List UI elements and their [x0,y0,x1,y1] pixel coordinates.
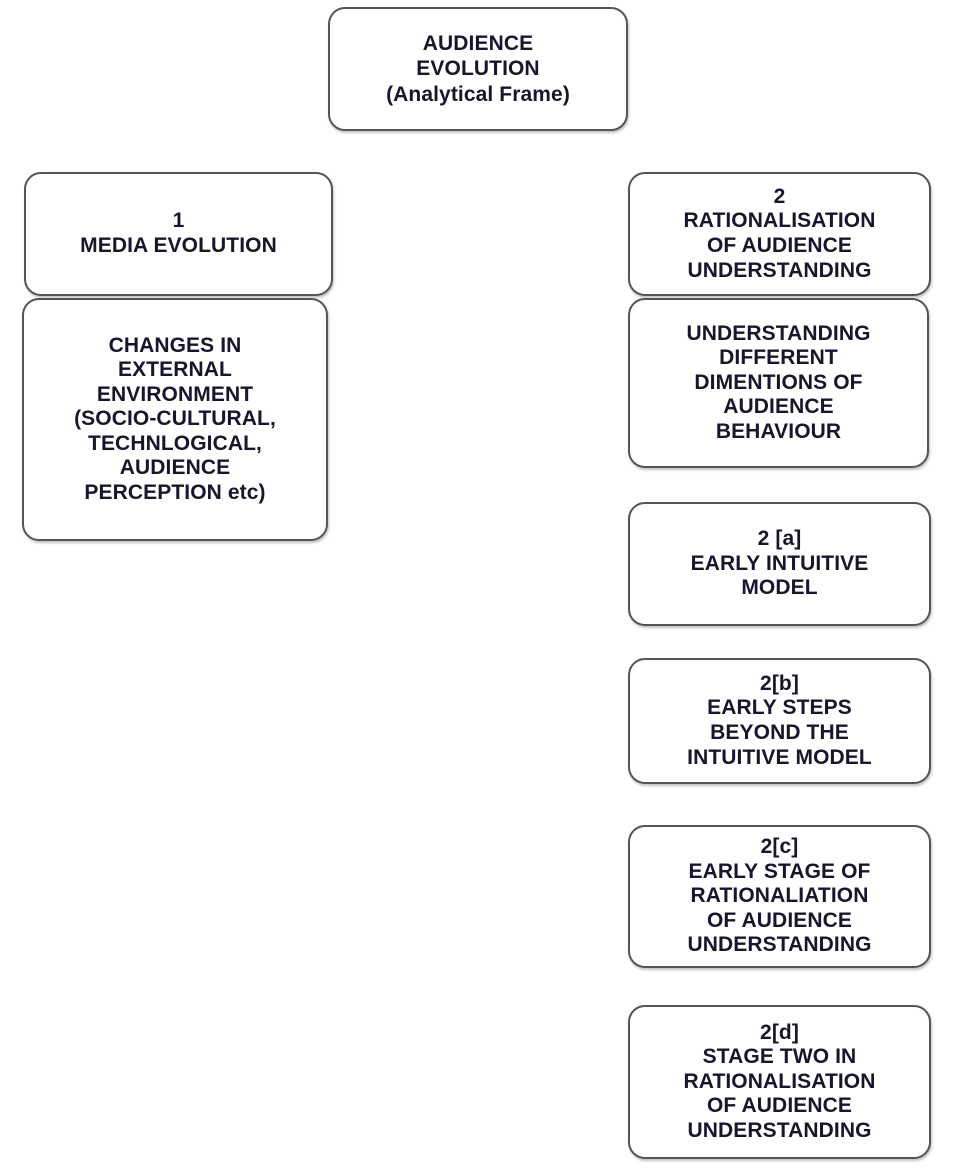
node-label: 2[b] EARLY STEPS BEYOND THE INTUITIVE MO… [687,671,872,769]
node-audience-evolution-title[interactable]: AUDIENCE EVOLUTION (Analytical Frame) [328,7,628,131]
node-stage-2c-early-stage-of-rationalisation[interactable]: 2[c] EARLY STAGE OF RATIONALIATION OF AU… [628,825,931,968]
node-rationalisation-of-audience-understanding[interactable]: 2 RATIONALISATION OF AUDIENCE UNDERSTAND… [628,172,931,296]
node-label: 2 [a] EARLY INTUITIVE MODEL [690,527,869,600]
node-stage-2a-early-intuitive-model[interactable]: 2 [a] EARLY INTUITIVE MODEL [628,502,931,626]
node-label: 2[c] EARLY STAGE OF RATIONALIATION OF AU… [687,835,872,957]
node-label: 2[d] STAGE TWO IN RATIONALISATION OF AUD… [683,1020,876,1142]
node-title-main: AUDIENCE EVOLUTION [416,31,540,81]
node-label: 1 MEDIA EVOLUTION [80,209,277,257]
node-stage-2d-stage-two-in-rationalisation[interactable]: 2[d] STAGE TWO IN RATIONALISATION OF AUD… [628,1005,931,1159]
node-media-evolution[interactable]: 1 MEDIA EVOLUTION [24,172,333,296]
node-label: UNDERSTANDING DIFFERENT DIMENTIONS OF AU… [686,321,871,443]
node-changes-in-external-environment[interactable]: CHANGES IN EXTERNAL ENVIRONMENT (SOCIO-C… [22,298,328,541]
node-title-sub: (Analytical Frame) [386,82,570,106]
node-stage-2b-early-steps-beyond-intuitive-model[interactable]: 2[b] EARLY STEPS BEYOND THE INTUITIVE MO… [628,658,931,784]
node-understanding-different-dimensions[interactable]: UNDERSTANDING DIFFERENT DIMENTIONS OF AU… [628,298,929,468]
node-label: AUDIENCE EVOLUTION (Analytical Frame) [330,31,626,108]
node-label: CHANGES IN EXTERNAL ENVIRONMENT (SOCIO-C… [74,333,276,504]
node-label: 2 RATIONALISATION OF AUDIENCE UNDERSTAND… [683,184,876,282]
